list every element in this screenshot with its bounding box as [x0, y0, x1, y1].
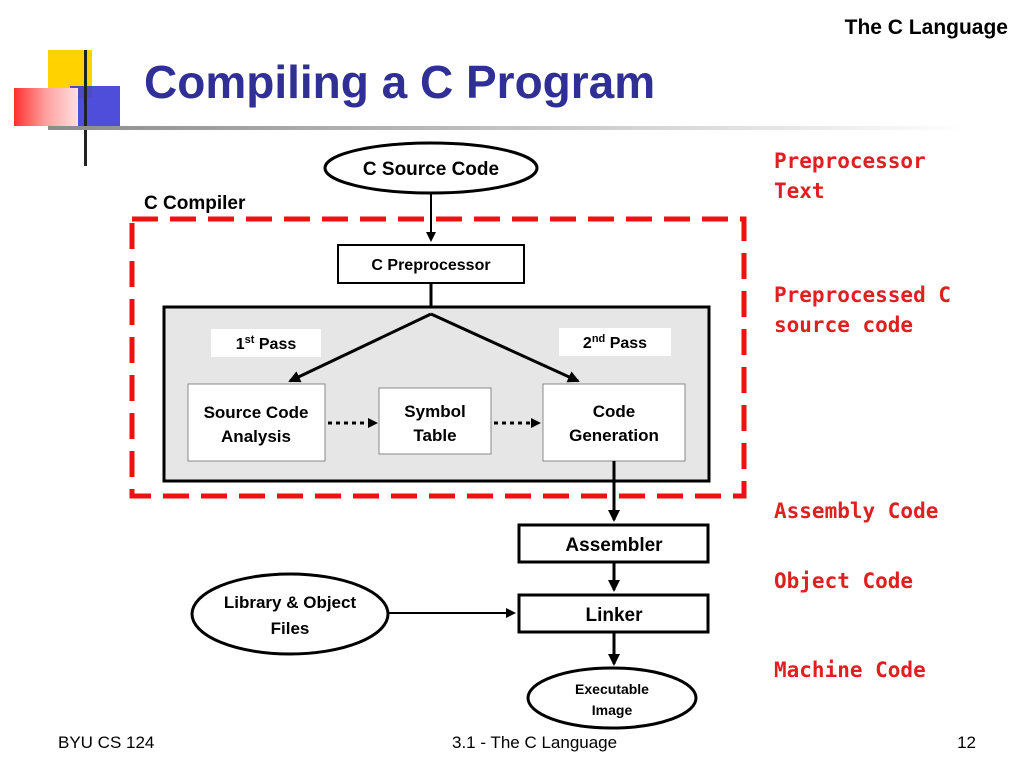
library-node: Library & Object Files	[190, 572, 390, 656]
svg-text:Table: Table	[413, 426, 456, 445]
assembler-node: Assembler	[517, 523, 710, 564]
slide-title: Compiling a C Program	[144, 56, 656, 108]
footer-page-number: 12	[957, 733, 976, 752]
svg-text:Symbol: Symbol	[404, 402, 465, 421]
svg-text:Linker: Linker	[585, 605, 643, 626]
preprocessor-label: C Preprocessor	[371, 257, 490, 274]
label-preprocessor-text: Preprocessor Text	[774, 149, 926, 203]
label-machine-code: Machine Code	[774, 658, 926, 682]
label-preprocessed-source: Preprocessed C source code	[774, 283, 952, 337]
executable-node: Executable Image	[526, 666, 698, 730]
footer-course: BYU CS 124	[58, 733, 155, 752]
svg-text:Executable: Executable	[575, 681, 649, 697]
svg-text:Generation: Generation	[569, 426, 659, 445]
svg-text:1st Pass: 1st Pass	[236, 334, 297, 353]
arrow-to-analysis	[288, 312, 432, 383]
compiler-boundary	[129, 216, 747, 499]
preprocessor-node: C Preprocessor	[337, 244, 525, 284]
svg-text:Source Code: Source Code	[204, 403, 309, 422]
svg-text:Library & Object: Library & Object	[224, 593, 357, 612]
svg-text:2nd Pass: 2nd Pass	[583, 333, 647, 352]
label-object-code: Object Code	[774, 569, 914, 593]
linker-node: Linker	[517, 593, 710, 634]
svg-text:Assembler: Assembler	[565, 535, 663, 556]
pass2-label: 2nd Pass	[559, 328, 671, 356]
label-assembly-code: Assembly Code	[774, 499, 939, 523]
source-code-label: C Source Code	[363, 159, 499, 180]
svg-text:Image: Image	[592, 702, 633, 718]
source-code-node: C Source Code	[323, 141, 539, 195]
analysis-node: Source Code Analysis	[187, 383, 326, 462]
compiler-label: C Compiler	[144, 193, 246, 214]
arrow-to-codegen	[430, 312, 580, 383]
svg-text:Code: Code	[593, 402, 636, 421]
codegen-node: Code Generation	[542, 383, 686, 462]
title-underline	[48, 126, 968, 130]
pass1-label: 1st Pass	[211, 329, 321, 357]
svg-text:Files: Files	[271, 619, 310, 638]
section-header: The C Language	[844, 16, 1008, 39]
footer-section: 3.1 - The C Language	[452, 733, 618, 752]
svg-text:Analysis: Analysis	[221, 427, 291, 446]
symbol-table-node: Symbol Table	[378, 387, 492, 455]
